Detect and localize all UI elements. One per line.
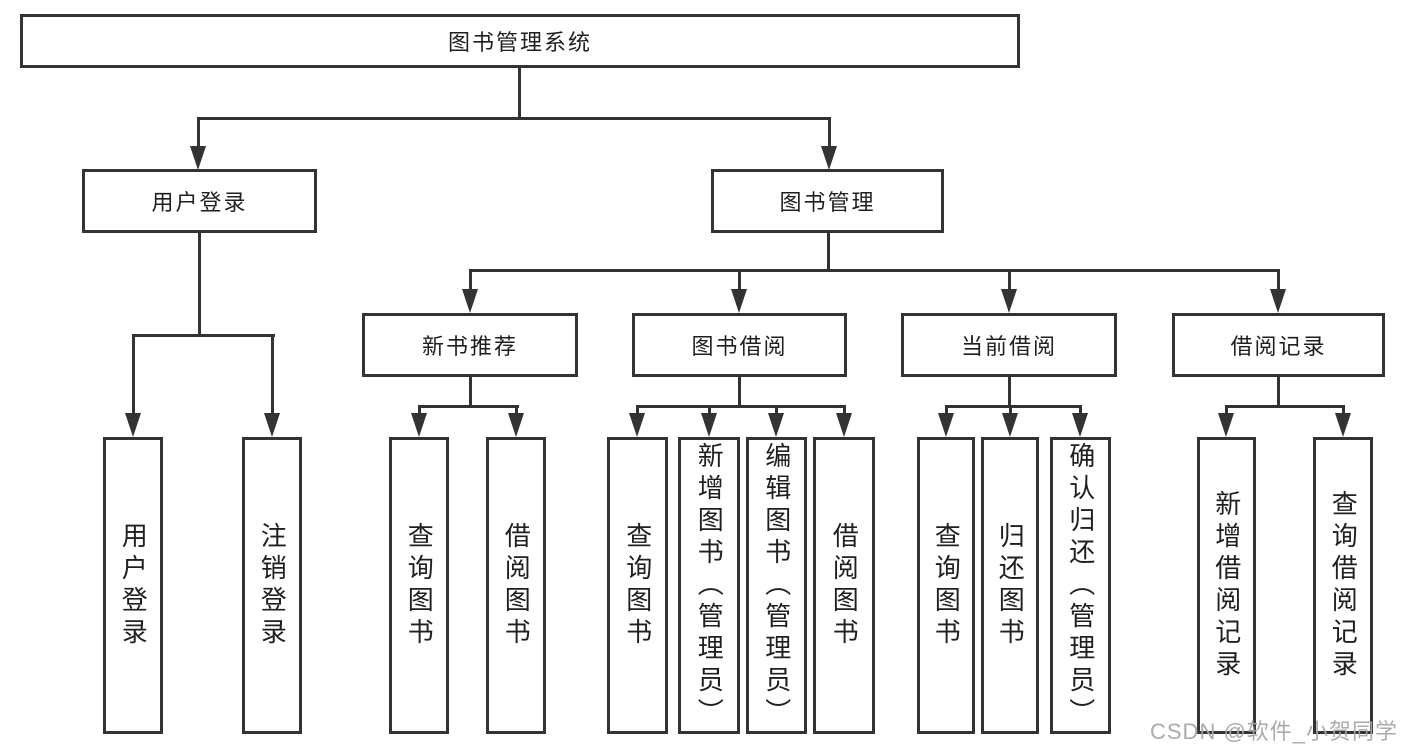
- node-label: 用户登录: [151, 190, 248, 215]
- node-label: 图书借阅: [691, 334, 788, 359]
- arrow-down-icon: [125, 413, 141, 437]
- connector-line: [945, 405, 1082, 408]
- node-book-borrow: 图书借阅: [632, 313, 847, 377]
- arrow-down-icon: [768, 413, 784, 437]
- leaf-query-books-current: 查询图书: [917, 437, 975, 734]
- arrow-down-icon: [938, 413, 954, 437]
- leaf-query-books-recommend: 查询图书: [389, 437, 449, 734]
- leaf-query-borrow-record: 查询借阅记录: [1313, 437, 1373, 734]
- node-label: 编辑图书（管理员）: [761, 441, 792, 730]
- connector-line: [197, 117, 831, 120]
- node-borrow-records: 借阅记录: [1172, 313, 1385, 377]
- arrow-down-icon: [1270, 289, 1286, 313]
- connector-line: [775, 408, 778, 417]
- node-new-book-recommend: 新书推荐: [362, 313, 578, 377]
- leaf-add-books-admin: 新增图书（管理员）: [678, 437, 740, 734]
- connector-line: [1277, 377, 1280, 408]
- leaf-borrow-books: 借阅图书: [813, 437, 875, 734]
- connector-line: [197, 120, 200, 148]
- arrow-down-icon: [411, 413, 427, 437]
- node-label: 图书管理系统: [447, 30, 592, 55]
- node-label: 借阅图书: [829, 521, 860, 650]
- connector-line: [1225, 405, 1345, 408]
- connector-line: [828, 120, 831, 148]
- csdn-watermark: CSDN @软件_小贺同学: [1150, 719, 1399, 744]
- connector-line: [515, 408, 518, 417]
- arrow-down-icon: [1001, 289, 1017, 313]
- connector-line: [738, 272, 741, 292]
- connector-line: [132, 334, 275, 337]
- node-label: 查询图书: [404, 521, 435, 650]
- connector-line: [1342, 408, 1345, 417]
- node-label: 当前借阅: [960, 334, 1057, 359]
- connector-line: [827, 232, 830, 272]
- node-label: 图书管理: [779, 190, 876, 215]
- node-label: 用户登录: [118, 521, 149, 650]
- arrow-down-icon: [701, 413, 717, 437]
- connector-line: [1277, 272, 1280, 292]
- arrow-down-icon: [836, 413, 852, 437]
- leaf-user-login: 用户登录: [103, 437, 163, 734]
- connector-line: [469, 269, 1280, 272]
- connector-line: [469, 272, 472, 292]
- arrow-down-icon: [508, 413, 524, 437]
- connector-line: [636, 405, 846, 408]
- node-book-management: 图书管理: [711, 169, 944, 233]
- node-label: 借阅图书: [501, 521, 532, 650]
- arrow-down-icon: [1002, 413, 1018, 437]
- connector-line: [469, 377, 472, 408]
- connector-line: [1009, 408, 1012, 417]
- connector-line: [418, 405, 519, 408]
- node-label: 新增借阅记录: [1211, 489, 1242, 682]
- connector-line: [1008, 377, 1011, 408]
- node-current-borrow: 当前借阅: [901, 313, 1117, 377]
- node-label: 新增图书（管理员）: [694, 441, 725, 730]
- arrow-down-icon: [264, 413, 280, 437]
- node-label: 注销登录: [257, 521, 288, 650]
- node-label: 借阅记录: [1230, 334, 1327, 359]
- node-label: 新书推荐: [421, 334, 518, 359]
- arrow-down-icon: [462, 289, 478, 313]
- arrow-down-icon: [1218, 413, 1234, 437]
- node-label: 确认归还（管理员）: [1065, 441, 1096, 730]
- connector-line: [1008, 272, 1011, 292]
- connector-line: [271, 337, 274, 415]
- node-library-system: 图书管理系统: [20, 14, 1020, 68]
- leaf-borrow-books-recommend: 借阅图书: [486, 437, 546, 734]
- connector-line: [1225, 408, 1228, 417]
- connector-line: [708, 408, 711, 417]
- arrow-down-icon: [731, 289, 747, 313]
- connector-line: [198, 233, 201, 337]
- node-user-login: 用户登录: [82, 169, 317, 233]
- leaf-logout: 注销登录: [242, 437, 302, 734]
- arrow-down-icon: [1335, 413, 1351, 437]
- leaf-return-books: 归还图书: [981, 437, 1039, 734]
- arrow-down-icon: [190, 146, 206, 170]
- arrow-down-icon: [629, 413, 645, 437]
- connector-line: [636, 408, 639, 417]
- connector-line: [518, 68, 521, 120]
- connector-line: [945, 408, 948, 417]
- connector-line: [843, 408, 846, 417]
- leaf-confirm-return-admin: 确认归还（管理员）: [1050, 437, 1111, 734]
- connector-line: [738, 377, 741, 408]
- node-label: 查询借阅记录: [1328, 489, 1359, 682]
- node-label: 归还图书: [995, 521, 1026, 650]
- leaf-add-borrow-record: 新增借阅记录: [1197, 437, 1256, 734]
- leaf-edit-books-admin: 编辑图书（管理员）: [746, 437, 807, 734]
- connector-line: [1079, 408, 1082, 417]
- connector-line: [418, 408, 421, 417]
- arrow-down-icon: [1072, 413, 1088, 437]
- node-label: 查询图书: [622, 521, 653, 650]
- leaf-query-books-borrow: 查询图书: [607, 437, 668, 734]
- node-label: 查询图书: [931, 521, 962, 650]
- arrow-down-icon: [821, 146, 837, 170]
- connector-line: [132, 337, 135, 415]
